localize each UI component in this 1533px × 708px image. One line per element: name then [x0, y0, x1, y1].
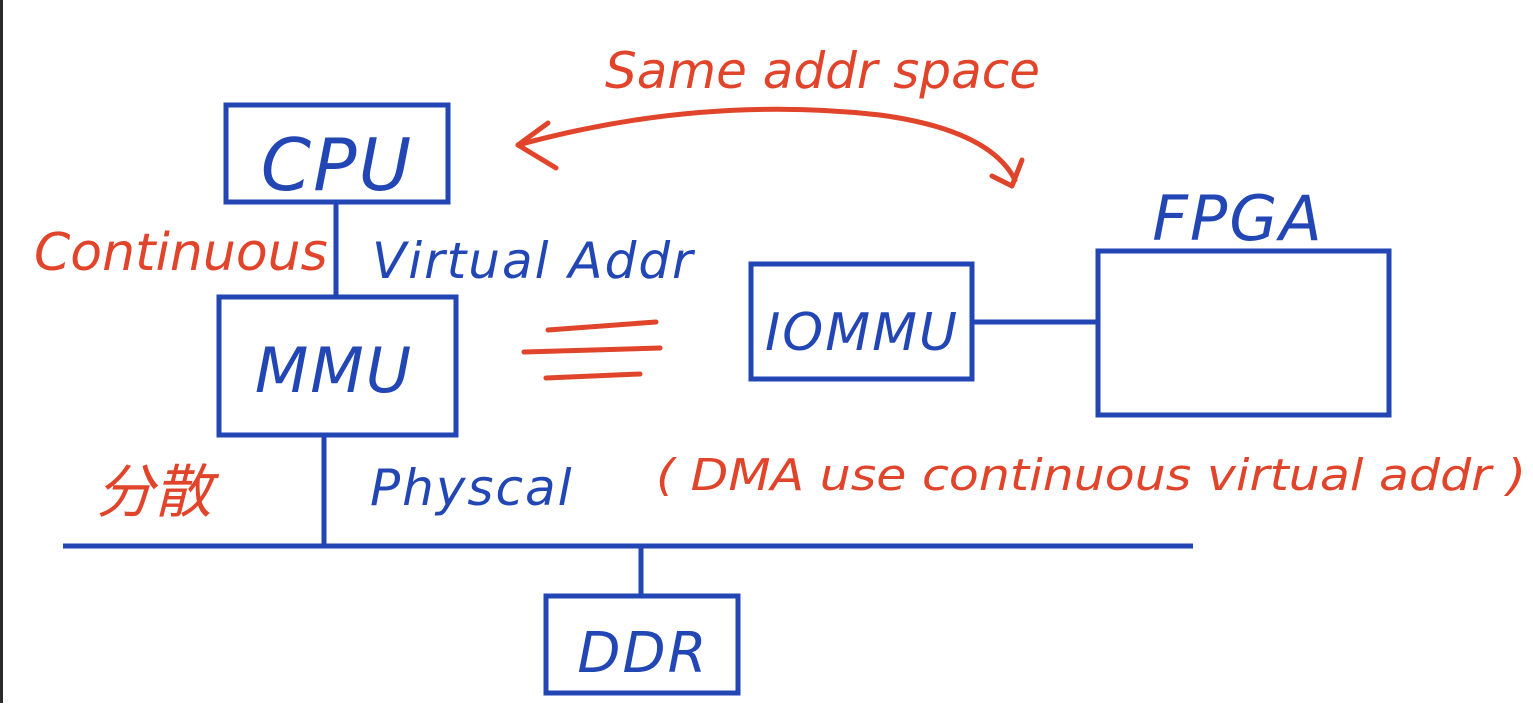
equivalence-line-1 [545, 319, 659, 333]
same-addr-space-arrow [515, 106, 1025, 189]
equivalence-line-3 [543, 371, 643, 381]
iommu-label: IOMMU [765, 303, 959, 363]
cpu-label: CPU [261, 123, 413, 207]
continuous-label: Continuous [34, 223, 328, 283]
equivalence-symbol [521, 319, 663, 381]
dma-note-label: ( DMA use continuous virtual addr ) [656, 450, 1526, 501]
ddr-label: DDR [577, 621, 708, 686]
same-addr-space-label: Same addr space [605, 42, 1040, 100]
virtual-addr-label: Virtual Addr [372, 232, 696, 290]
mmu-label: MMU [255, 334, 413, 407]
equivalence-line-2 [521, 345, 663, 355]
scattered-label: 分散 [96, 458, 220, 526]
mmu-box [216, 294, 459, 438]
physical-label: Physcal [370, 459, 574, 517]
left-border [0, 0, 3, 703]
fpga-box [1095, 248, 1392, 418]
arrow-head-left [515, 120, 559, 171]
arrow-curve [515, 106, 1018, 183]
arrow-head-right [989, 157, 1025, 189]
ddr-box [543, 593, 741, 696]
fpga-label: FPGA [1152, 182, 1324, 255]
